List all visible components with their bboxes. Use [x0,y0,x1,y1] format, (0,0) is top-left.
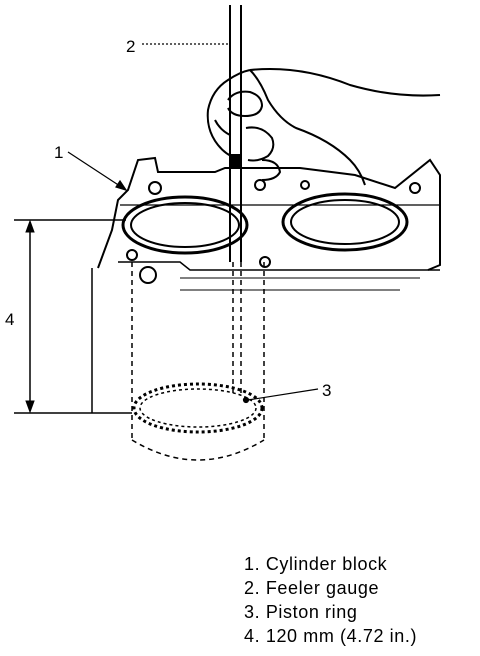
leader-lines [67,43,319,404]
callout-2: 2 [126,37,135,56]
legend-number: 4. [244,626,261,646]
cylinder-block [97,156,441,291]
legend-text: Feeler gauge [265,578,380,598]
callout-3: 3 [322,381,331,400]
legend-text: 120 mm (4.72 in.) [265,626,418,646]
legend-number: 3. [244,602,261,622]
legend-item: 1. Cylinder block [244,552,417,576]
cylinder-bore-2 [281,192,409,252]
legend: 1. Cylinder block 2. Feeler gauge 3. Pis… [244,552,417,648]
callout-1: 1 [54,143,63,162]
callout-4: 4 [5,310,14,329]
legend-item: 3. Piston ring [244,600,417,624]
feeler-gauge [229,5,242,262]
legend-text: Cylinder block [265,554,388,574]
cylinder-bore-1 [121,195,249,255]
legend-item: 4. 120 mm (4.72 in.) [244,624,417,648]
dimension-120mm [14,219,132,414]
legend-number: 1. [244,554,261,574]
hidden-cylinder-outline [131,262,265,461]
legend-item: 2. Feeler gauge [244,576,417,600]
piston-ring [132,382,264,434]
hand-illustration [206,68,441,186]
feeler-gauge-diagram: 1 2 3 4 [5,5,441,461]
legend-text: Piston ring [265,602,358,622]
legend-number: 2. [244,578,261,598]
